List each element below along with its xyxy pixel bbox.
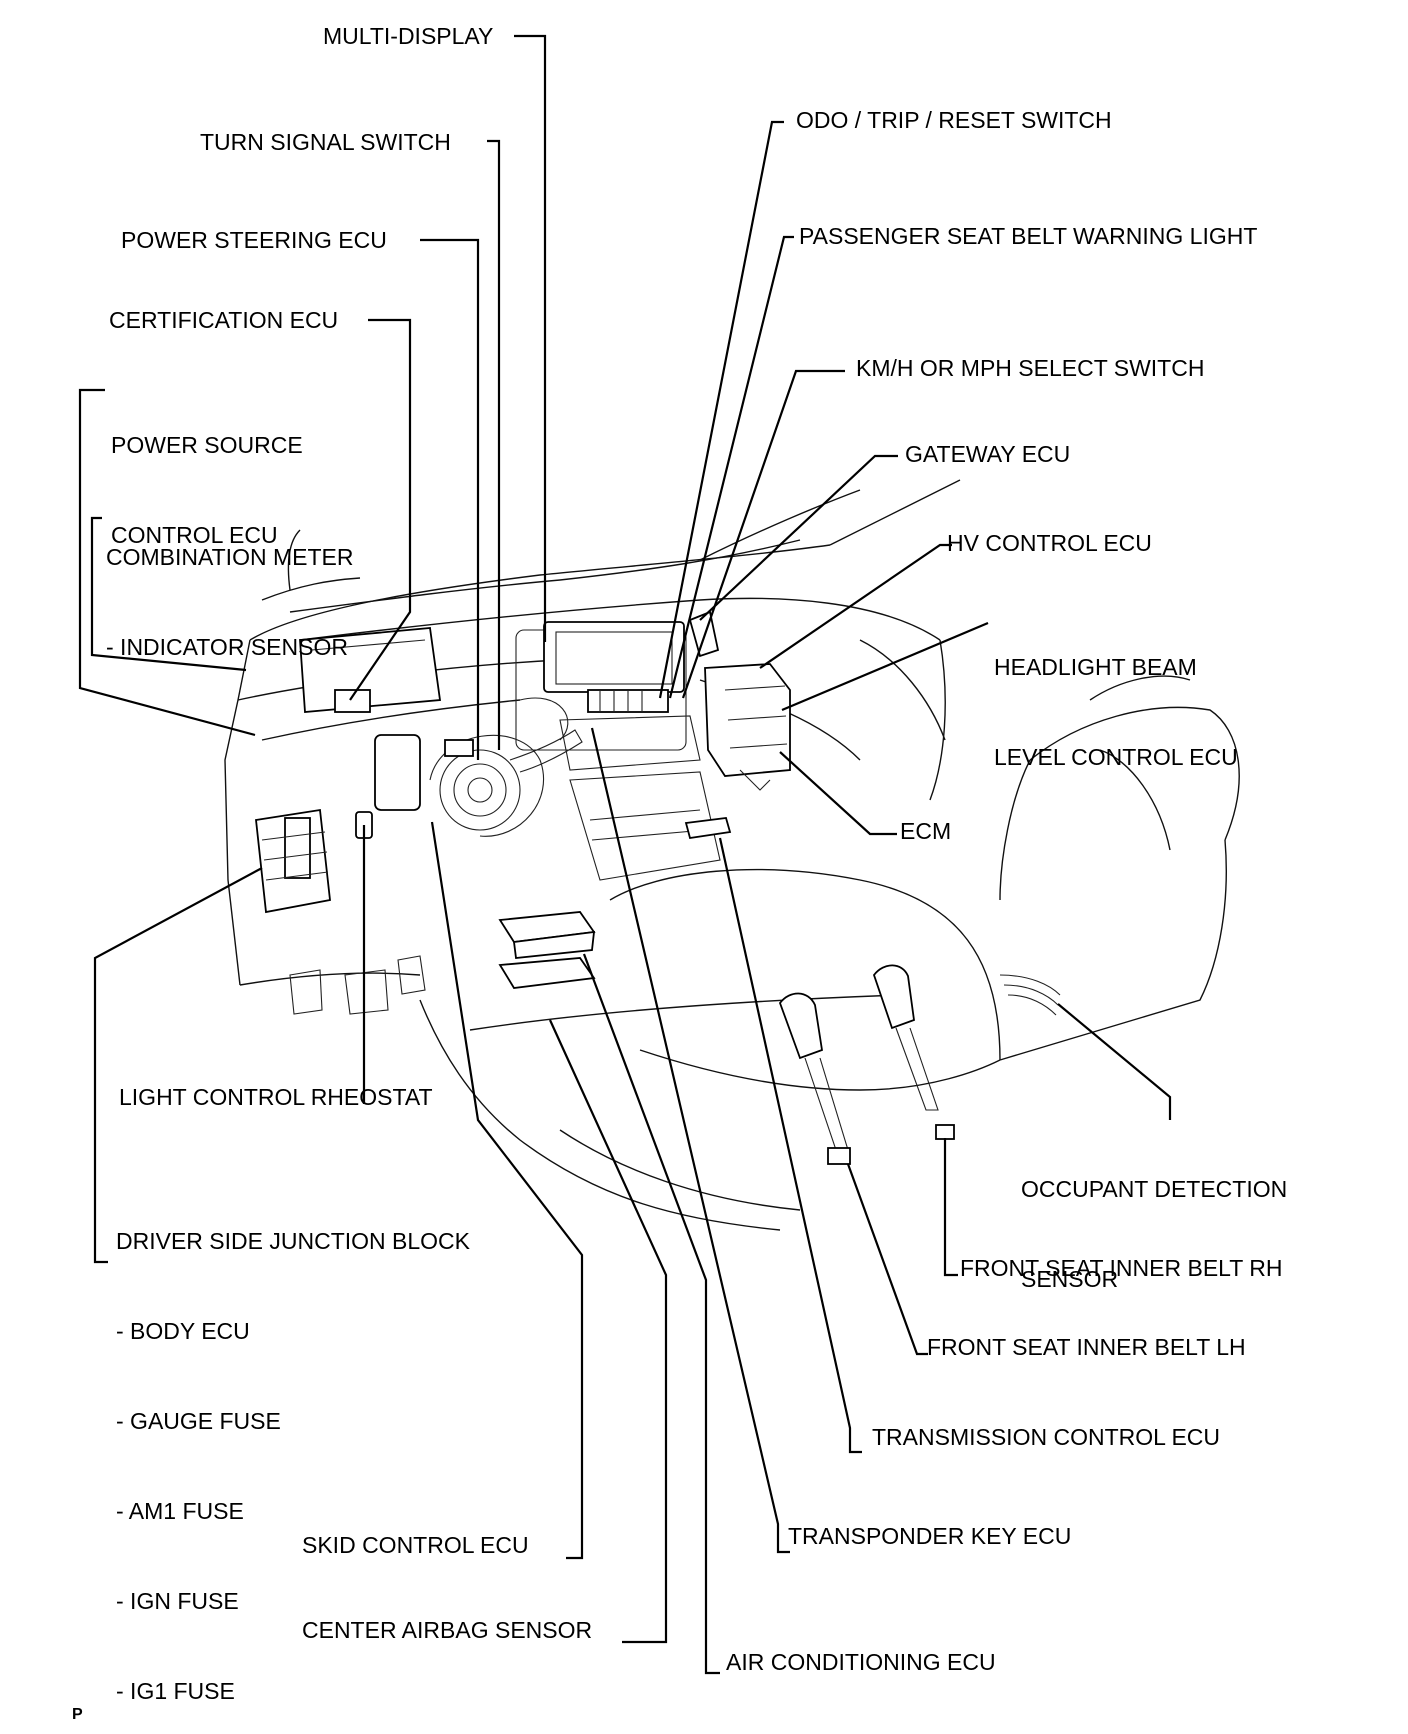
pedals — [289, 955, 426, 1015]
label-air-conditioning-ecu: AIR CONDITIONING ECU — [726, 1649, 996, 1675]
label-odo-trip-reset-switch: ODO / TRIP / RESET SWITCH — [796, 107, 1112, 133]
label-line: DRIVER SIDE JUNCTION BLOCK — [116, 1228, 470, 1254]
label-passenger-seat-belt-warning-light: PASSENGER SEAT BELT WARNING LIGHT — [799, 223, 1258, 249]
label-ecm: ECM — [900, 818, 952, 844]
steering-column — [429, 697, 583, 837]
label-multi-display: MULTI-DISPLAY — [323, 23, 494, 49]
junction-block-part — [255, 808, 373, 914]
label-skid-control-ecu: SKID CONTROL ECU — [302, 1532, 529, 1558]
label-transmission-control-ecu: TRANSMISSION CONTROL ECU — [872, 1424, 1221, 1450]
label-driver-side-junction-block: DRIVER SIDE JUNCTION BLOCK - BODY ECU - … — [116, 1166, 470, 1734]
label-line: COMBINATION METER — [106, 544, 354, 570]
label-line: HEADLIGHT BEAM — [994, 654, 1197, 680]
seat-belt-buckles — [778, 964, 955, 1165]
label-line: - AM1 FUSE — [116, 1498, 244, 1524]
label-line: - GAUGE FUSE — [116, 1408, 281, 1434]
label-line: CONTROL ECU — [111, 522, 278, 548]
label-power-steering-ecu: POWER STEERING ECU — [121, 227, 387, 253]
label-hv-control-ecu: HV CONTROL ECU — [947, 530, 1152, 556]
label-center-airbag-sensor: CENTER AIRBAG SENSOR — [302, 1617, 593, 1643]
label-certification-ecu: CERTIFICATION ECU — [109, 307, 339, 333]
label-headlight-beam-level-control-ecu: HEADLIGHT BEAM LEVEL CONTROL ECU — [994, 592, 1238, 832]
label-transponder-key-ecu: TRANSPONDER KEY ECU — [788, 1523, 1072, 1549]
label-occupant-detection-sensor: OCCUPANT DETECTION SENSOR — [1021, 1114, 1287, 1354]
label-line: SENSOR — [1021, 1266, 1119, 1292]
label-light-control-rheostat: LIGHT CONTROL RHEOSTAT — [119, 1084, 433, 1110]
label-line: OCCUPANT DETECTION — [1021, 1176, 1288, 1202]
label-front-seat-inner-belt-rh: FRONT SEAT INNER BELT RH — [960, 1255, 1283, 1281]
corner-mark: P — [72, 1706, 83, 1723]
label-line: - IGN FUSE — [116, 1588, 239, 1614]
right-ecus — [688, 610, 791, 791]
floor-ecus — [498, 817, 732, 989]
label-line: LEVEL CONTROL ECU — [994, 744, 1238, 770]
label-line: - INDICATOR SENSOR — [106, 634, 348, 660]
occupant-sensor-part — [999, 974, 1061, 1016]
label-line: - BODY ECU — [116, 1318, 250, 1344]
label-gateway-ecu: GATEWAY ECU — [905, 441, 1071, 467]
power-steering-ecu-part — [374, 734, 474, 811]
leader-lines — [78, 34, 1172, 1675]
label-power-source-control-ecu: POWER SOURCE CONTROL ECU — [111, 370, 303, 610]
label-combination-meter: COMBINATION METER - INDICATOR SENSOR — [106, 482, 353, 722]
label-front-seat-inner-belt-lh: FRONT SEAT INNER BELT LH — [927, 1334, 1246, 1360]
label-line: POWER SOURCE — [111, 432, 303, 458]
label-kmh-mph-select-switch: KM/H OR MPH SELECT SWITCH — [856, 355, 1205, 381]
label-line: - IG1 FUSE — [116, 1678, 235, 1704]
label-turn-signal-switch: TURN SIGNAL SWITCH — [200, 129, 451, 155]
